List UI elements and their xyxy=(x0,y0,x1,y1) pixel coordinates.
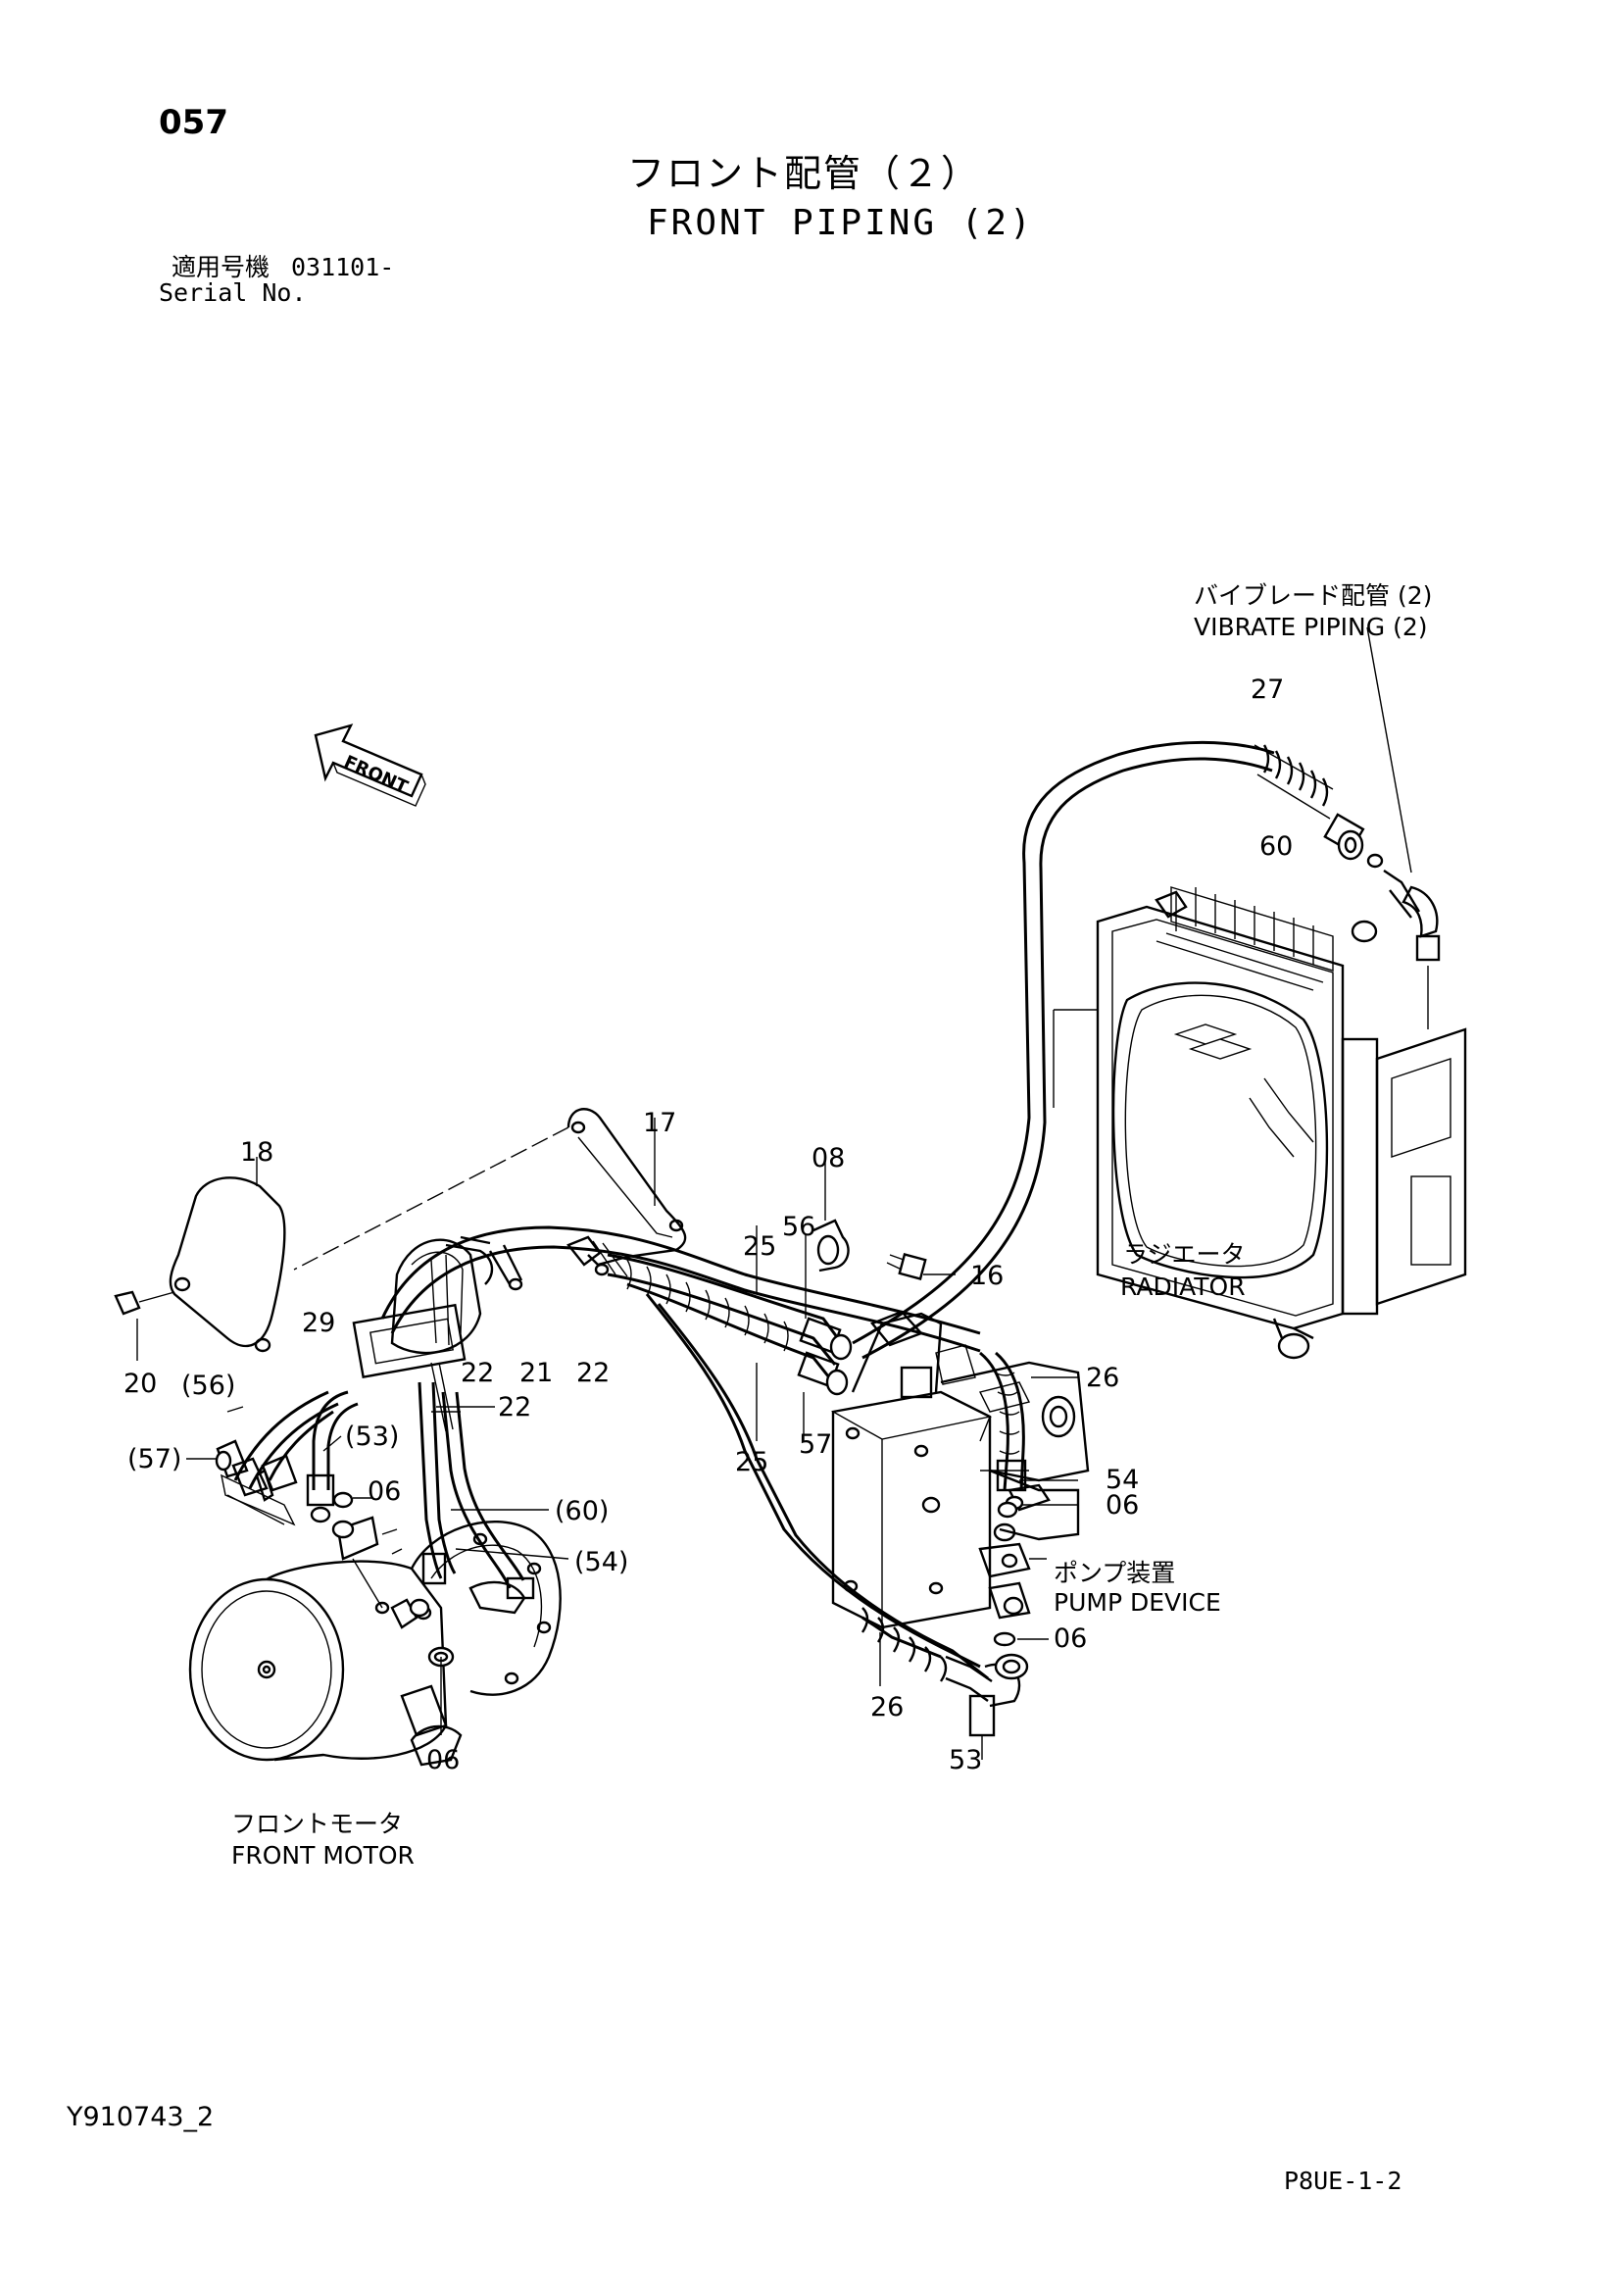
callout-26-lower: 26 xyxy=(870,1692,905,1722)
serial-label-jp: 適用号機 xyxy=(172,253,270,281)
callout-06-pump-upper: 06 xyxy=(1106,1490,1140,1521)
front-motor xyxy=(186,1381,569,1767)
callout-54-paren: (54) xyxy=(574,1547,629,1577)
callout-25-lower: 25 xyxy=(735,1447,769,1477)
bracket-17 xyxy=(293,1108,687,1271)
drawing-id: Y910743_2 xyxy=(67,2102,215,2132)
callout-06-motor-lower: 06 xyxy=(426,1745,461,1775)
serial-line: 適用号機 031101- xyxy=(172,255,394,279)
cover-plate-18 xyxy=(114,1157,286,1361)
pump-device-label-jp: ポンプ装置 xyxy=(1054,1559,1176,1587)
vibrate-piping-label-en: VIBRATE PIPING (2) xyxy=(1194,613,1428,641)
callout-17: 17 xyxy=(643,1108,677,1138)
callout-57: 57 xyxy=(799,1429,833,1460)
pump-device xyxy=(830,1310,1090,1647)
bolt-16 xyxy=(886,1253,956,1280)
hose-25-pair xyxy=(607,1225,989,1680)
vibrate-piping-elbow xyxy=(1366,626,1441,1029)
hose-27 xyxy=(852,740,1365,1360)
serial-label-en: Serial No. xyxy=(159,278,307,307)
front-arrow-label: FRONT xyxy=(341,752,412,798)
callout-56: 56 xyxy=(782,1212,816,1242)
callout-22-right: 22 xyxy=(576,1358,611,1388)
callout-06-motor-upper: 06 xyxy=(368,1476,402,1507)
callout-08: 08 xyxy=(812,1143,846,1173)
callout-57-paren: (57) xyxy=(127,1444,182,1474)
callout-18: 18 xyxy=(240,1137,274,1168)
callout-56-paren: (56) xyxy=(181,1371,236,1401)
callout-53: 53 xyxy=(949,1745,983,1775)
callout-26-upper: 26 xyxy=(1086,1363,1120,1393)
callout-22-left: 22 xyxy=(461,1358,495,1388)
page-code: P8UE-1-2 xyxy=(1284,2167,1402,2195)
callout-06-pump-lower: 06 xyxy=(1054,1623,1088,1654)
page-title-jp: フロント配管（２） xyxy=(627,152,981,195)
serial-value: 031101- xyxy=(290,253,395,281)
callout-25-upper: 25 xyxy=(743,1231,777,1262)
callout-54: 54 xyxy=(1106,1465,1140,1495)
callout-29: 29 xyxy=(302,1308,336,1338)
callout-60-paren: (60) xyxy=(555,1496,610,1526)
front-motor-label-en: FRONT MOTOR xyxy=(231,1841,415,1870)
radiator-body xyxy=(1053,886,1467,1360)
page-number: 057 xyxy=(159,103,228,142)
front-direction-arrow: FRONT xyxy=(314,724,426,807)
page-title-en: FRONT PIPING (2) xyxy=(647,203,1034,243)
hose-26 xyxy=(861,1351,1078,1760)
callout-22-lower: 22 xyxy=(498,1392,532,1423)
callout-27: 27 xyxy=(1251,674,1285,705)
callout-20: 20 xyxy=(123,1369,158,1399)
radiator-label-jp: ラジエータ xyxy=(1123,1240,1246,1269)
clamp-08 xyxy=(812,1157,850,1273)
callout-16: 16 xyxy=(970,1261,1005,1291)
pump-device-label-en: PUMP DEVICE xyxy=(1054,1588,1221,1617)
radiator-label-en: RADIATOR xyxy=(1120,1273,1246,1301)
callout-60: 60 xyxy=(1259,831,1294,862)
callout-53-paren: (53) xyxy=(345,1422,400,1452)
front-motor-label-jp: フロントモータ xyxy=(231,1810,404,1838)
hose-bundle-29 xyxy=(352,1225,981,1432)
callout-21: 21 xyxy=(519,1358,554,1388)
vibrate-piping-label-jp: バイブレード配管 (2) xyxy=(1194,581,1433,610)
